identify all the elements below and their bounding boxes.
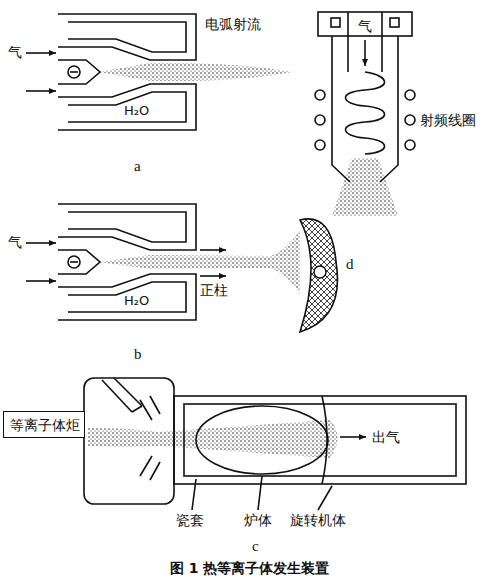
figure-caption: 图 1 热等离子体发生装置 — [170, 560, 330, 576]
rf-coil-label: 射频线圈 — [420, 112, 476, 128]
gas-outlet-label: 出气 — [372, 429, 400, 445]
rotating-body-label: 旋转机体 — [290, 512, 346, 528]
furnace-body-label: 炉体 — [244, 512, 272, 528]
cooling-water-label: H₂O — [124, 104, 149, 119]
gas-inlet-label: 气 — [8, 44, 22, 60]
panel-letter: c — [252, 538, 259, 555]
arc-jet-label: 电弧射流 — [205, 16, 261, 32]
gas-inlet-label: 气 — [8, 234, 22, 250]
ceramic-sleeve-label: 瓷套 — [176, 512, 204, 528]
panel-letter: a — [134, 158, 141, 175]
plasma-torch-box: 等离子体炬 — [3, 411, 85, 438]
positive-column-label: 正柱 — [200, 282, 228, 298]
box-text: 等离子体炬 — [10, 417, 78, 433]
panel-letter: b — [134, 346, 142, 363]
gas-inlet-label: 气 — [358, 18, 372, 34]
panel-letter: d — [346, 256, 354, 273]
cooling-water-label: H₂O — [124, 294, 149, 309]
